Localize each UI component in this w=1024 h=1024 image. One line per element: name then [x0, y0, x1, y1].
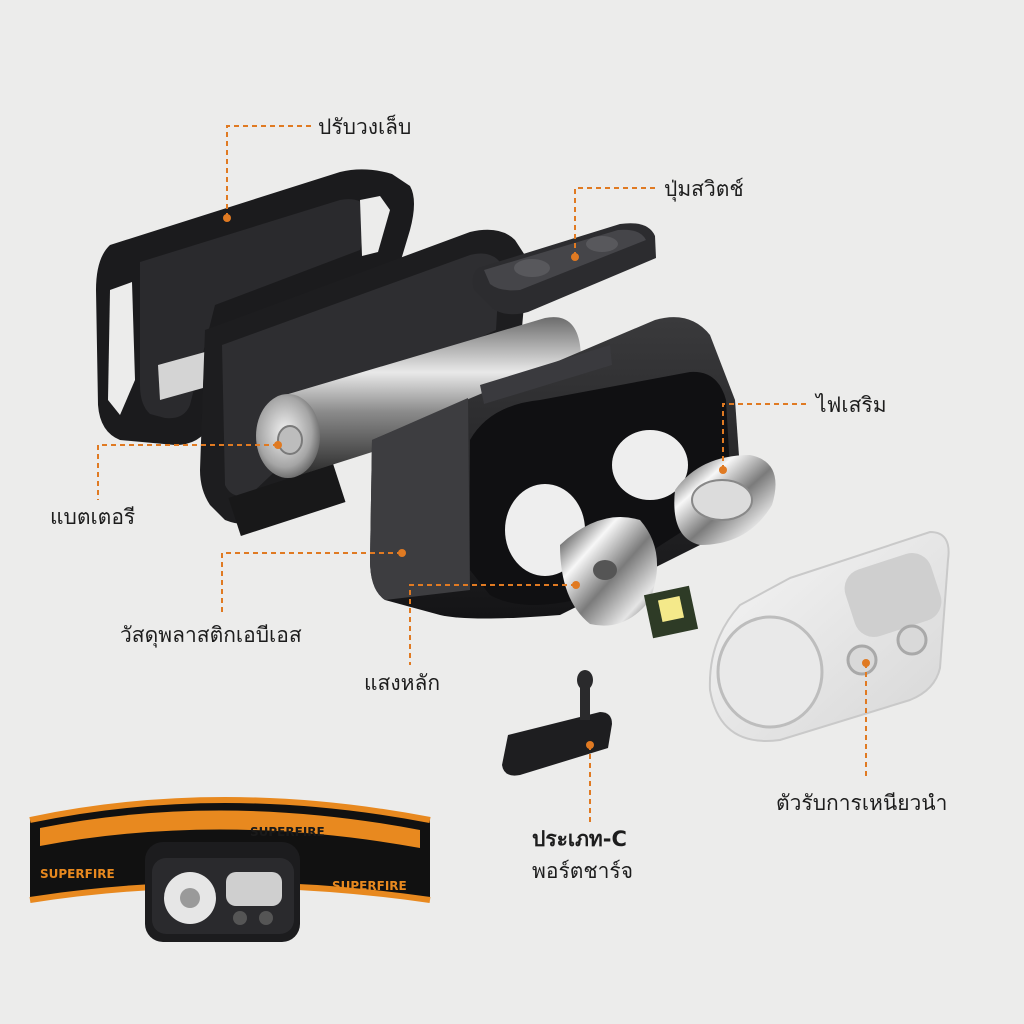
- brand-text-strap-right: SUPERFIRE: [332, 879, 407, 893]
- label-aux-light: ไฟเสริม: [816, 393, 887, 417]
- label-abs-plastic: วัสดุพลาสติกเอบีเอส: [120, 623, 302, 647]
- leader-lines: [97, 125, 867, 822]
- label-battery: แบตเตอรี: [50, 505, 136, 529]
- brand-text-strap-top: SUPERFIRE: [250, 825, 325, 839]
- aux-reflector: [674, 455, 776, 545]
- assembled-headlamp: SUPERFIRE SUPERFIRE SUPERFIRE: [29, 797, 431, 942]
- front-housing: [370, 317, 740, 619]
- switch-button-part: [472, 223, 656, 315]
- label-switch-button: ปุ่มสวิตช์: [664, 177, 744, 201]
- main-led-chip: [643, 585, 699, 639]
- leader-dots: [223, 214, 870, 749]
- aux-lens-window: [612, 430, 688, 500]
- headband-bracket: [96, 169, 414, 445]
- label-induction-receiver: ตัวรับการเหนียวนำ: [776, 791, 948, 815]
- main-reflector: [560, 517, 658, 626]
- label-adjust-buckle: ปรับวงเล็บ: [318, 115, 412, 139]
- brand-text-strap-left: SUPERFIRE: [40, 867, 115, 881]
- clear-lens-cover: [708, 530, 950, 742]
- typec-port-part: [502, 670, 612, 776]
- label-typec-line1: ประเภท-C: [532, 827, 627, 851]
- label-main-light: แสงหลัก: [364, 671, 441, 695]
- battery-cell: [256, 317, 581, 478]
- label-typec-line2: พอร์ตชาร์จ: [532, 859, 634, 883]
